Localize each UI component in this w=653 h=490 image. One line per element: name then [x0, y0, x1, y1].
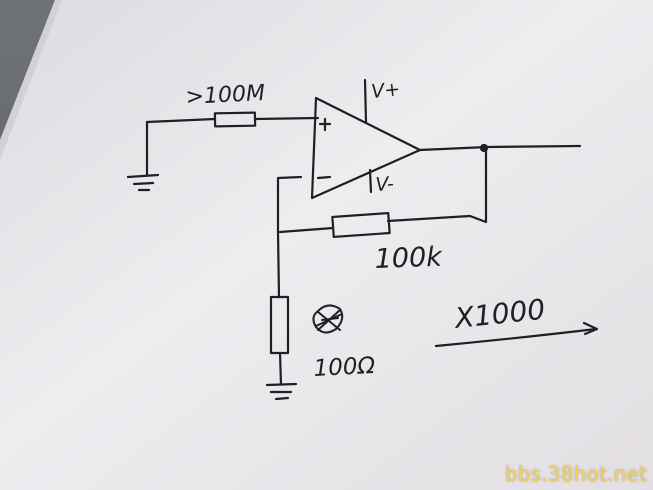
- vplus-label: V+: [370, 78, 401, 103]
- feedback-resistor-label: 100k: [374, 242, 444, 275]
- vminus-label: V-: [375, 173, 395, 196]
- ground-resistor-label: 100Ω: [313, 353, 376, 382]
- input-resistor-label: >100M: [185, 81, 266, 110]
- ground-symbol-bottom: [265, 382, 298, 401]
- gain-arrow: [434, 321, 599, 348]
- ground-symbol-left: [126, 120, 160, 192]
- watermark: bbs.38hot.net: [504, 462, 647, 486]
- scribble-mark: [312, 304, 344, 334]
- opamp-symbol: [310, 96, 422, 200]
- ink-drawing: [126, 78, 599, 401]
